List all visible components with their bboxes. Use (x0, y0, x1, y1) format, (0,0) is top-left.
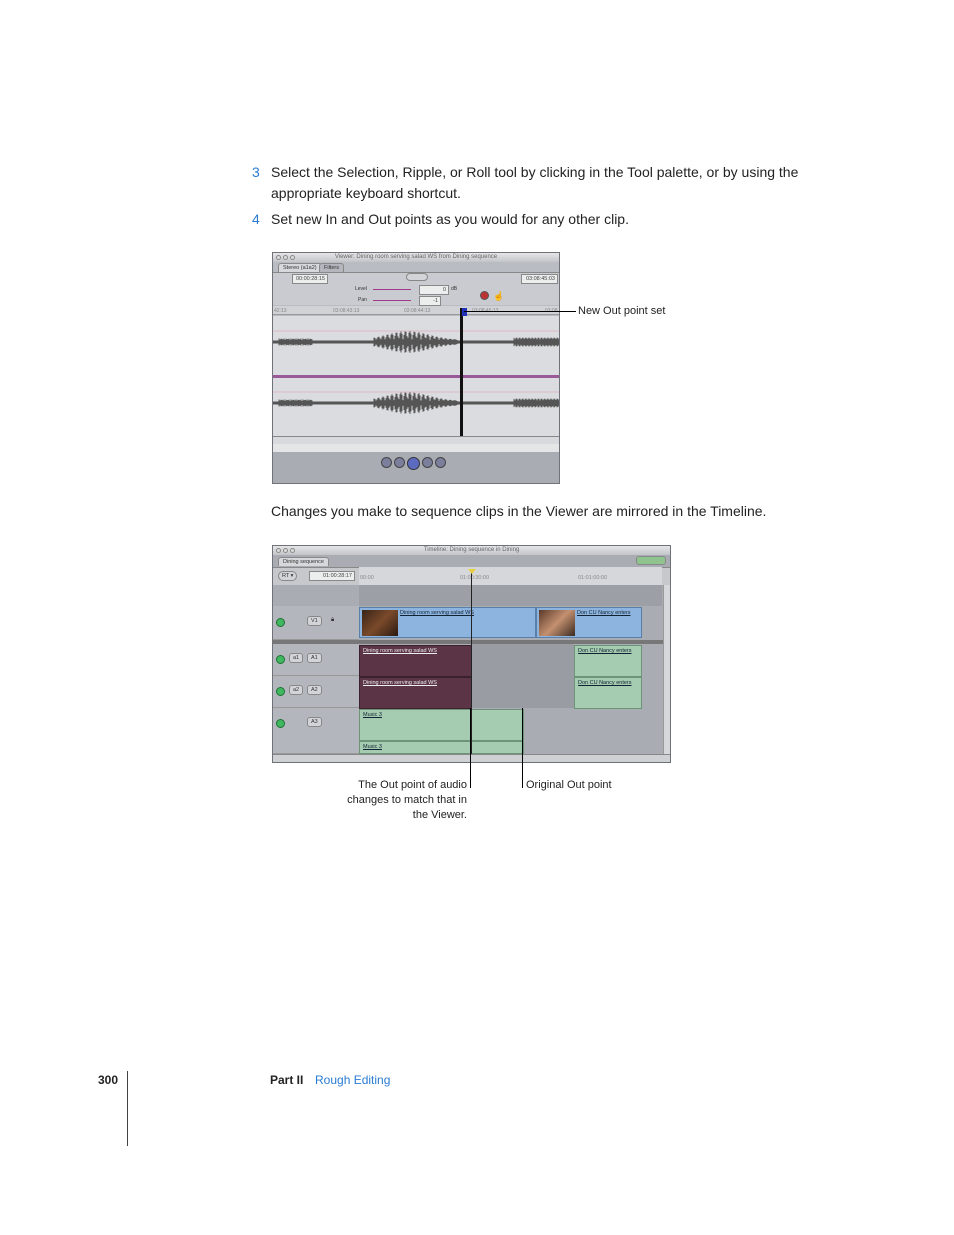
track-speaker-icon[interactable] (276, 687, 285, 696)
waveform-channel-2[interactable] (273, 378, 559, 436)
step-text: Select the Selection, Ripple, or Roll to… (271, 164, 799, 201)
track-speaker-icon[interactable] (276, 655, 285, 664)
pan-field[interactable]: -1 (419, 296, 441, 306)
track-header-a3: A3 (273, 708, 359, 754)
tab-filters[interactable]: Filters (319, 263, 344, 272)
snapping-button[interactable] (636, 556, 666, 565)
ruler-label: 01:00:30:00 (460, 575, 490, 581)
track-visibility-icon[interactable] (276, 618, 285, 627)
current-timecode[interactable]: 03:08:45:03 (521, 274, 558, 284)
callout-audio-out: The Out point of audio changes to match … (347, 779, 467, 821)
clip-a1-don[interactable]: Don CU Nancy enters (574, 645, 642, 677)
footer-section[interactable]: Rough Editing (315, 1073, 391, 1087)
window-controls[interactable] (276, 255, 295, 260)
waveform (273, 331, 559, 353)
waveform (273, 392, 559, 414)
caption: Changes you make to sequence clips in th… (271, 503, 767, 519)
playhead-sync-button[interactable] (406, 273, 428, 281)
level-slider[interactable] (373, 289, 411, 290)
clip-name: Dining room serving salad WS (400, 610, 474, 616)
timeline-bottom-bar[interactable] (273, 754, 670, 762)
viewer-window: Viewer: Dining room serving salad WS fro… (272, 252, 560, 484)
reset-icon[interactable] (480, 291, 489, 300)
ruler-label: 01:01:00:00 (578, 575, 608, 581)
clip-thumbnail (362, 610, 398, 636)
clip-a2-dining[interactable]: Dining room serving salad WS (359, 677, 472, 709)
clip-name: Don CU Nancy enters (577, 610, 631, 616)
track-dest-a1[interactable]: A1 (307, 653, 322, 663)
playhead[interactable] (471, 570, 472, 754)
ruler-label: 03:08:44:13 (404, 308, 431, 314)
next-edit-button[interactable] (435, 457, 446, 468)
playhead-icon (468, 569, 476, 574)
track-header-a1: a1 A1 (273, 644, 359, 676)
timeline-window: Timeline: Dining sequence in Dining Dini… (272, 545, 671, 763)
lock-icon[interactable]: 🔒︎ (331, 617, 335, 623)
play-in-out-button[interactable] (394, 457, 405, 468)
track-header-v1: V1 🔒︎ (273, 606, 359, 640)
clip-a3-music-2[interactable]: Music 3 (359, 741, 524, 754)
level-label: Level (355, 286, 367, 292)
track-dest-a3[interactable]: A3 (307, 717, 322, 727)
page-number: 300 (98, 1073, 119, 1087)
play-around-button[interactable] (422, 457, 433, 468)
footer-part: Part II (270, 1073, 304, 1087)
step-3: 3 Select the Selection, Ripple, or Roll … (252, 162, 822, 206)
callout-line (464, 311, 576, 312)
step-number: 3 (252, 164, 260, 180)
window-controls[interactable] (276, 548, 295, 553)
play-button[interactable] (407, 457, 420, 470)
track-header-a2: a2 A2 (273, 676, 359, 708)
rt-menu[interactable]: RT ▾ (278, 571, 298, 581)
ruler-label: 42:13 (274, 308, 287, 314)
duration-timecode[interactable]: 00:00:28:15 (292, 274, 328, 284)
tab-stereo[interactable]: Stereo (a1a2) (278, 263, 322, 272)
drag-hand-icon[interactable]: ☝ (493, 291, 505, 301)
track-dest-v1[interactable]: V1 (307, 616, 322, 626)
level-field[interactable]: 0 (419, 285, 449, 295)
callout-original-out: Original Out point (526, 779, 612, 791)
clip-thumbnail (539, 610, 575, 636)
viewer-titlebar: Viewer: Dining room serving salad WS fro… (273, 253, 559, 262)
timeline-ruler[interactable]: 00:00 01:00:30:00 01:01:00:00 (359, 567, 662, 585)
step-number: 4 (252, 211, 260, 227)
track-src-a1[interactable]: a1 (289, 653, 304, 663)
level-unit: dB (451, 286, 458, 292)
clip-a2-don[interactable]: Don CU Nancy enters (574, 677, 642, 709)
ruler-label: 00:00 (360, 575, 374, 581)
track-speaker-icon[interactable] (276, 719, 285, 728)
transport-controls (273, 452, 559, 483)
track-src-a2[interactable]: a2 (289, 685, 304, 695)
callout-line (522, 708, 523, 788)
pan-slider[interactable] (373, 300, 411, 301)
viewer-title: Viewer: Dining room serving salad WS fro… (334, 254, 498, 260)
previous-edit-button[interactable] (381, 457, 392, 468)
horizontal-scrollbar[interactable] (273, 436, 559, 444)
track-dest-a2[interactable]: A2 (307, 685, 322, 695)
clip-v1-don[interactable]: Don CU Nancy enters (536, 607, 642, 638)
rt-label: RT (282, 573, 290, 579)
clip-v1-dining[interactable]: Dining room serving salad WS (359, 607, 536, 638)
tab-dining-sequence[interactable]: Dining sequence (278, 557, 329, 566)
footer-divider (127, 1071, 128, 1146)
out-point-marker[interactable] (460, 308, 463, 436)
callout-new-out: New Out point set (578, 305, 666, 317)
waveform-channel-1[interactable] (273, 316, 559, 376)
timeline-titlebar: Timeline: Dining sequence in Dining (273, 546, 670, 555)
pan-label: Pan (358, 297, 367, 303)
clip-a3-music[interactable]: Music 3 (359, 709, 524, 741)
callout-line (470, 708, 471, 788)
ruler-label: 03:08:43:13 (333, 308, 360, 314)
timeline-title: Timeline: Dining sequence in Dining (423, 547, 520, 553)
scrubber-bar[interactable] (273, 444, 559, 452)
clip-a1-dining[interactable]: Dining room serving salad WS (359, 645, 472, 677)
timeline-timecode[interactable]: 01:00:28:17 (309, 571, 355, 581)
out-point-icon (462, 308, 467, 316)
step-text: Set new In and Out points as you would f… (271, 211, 629, 227)
vertical-scrollbar[interactable] (663, 585, 670, 754)
